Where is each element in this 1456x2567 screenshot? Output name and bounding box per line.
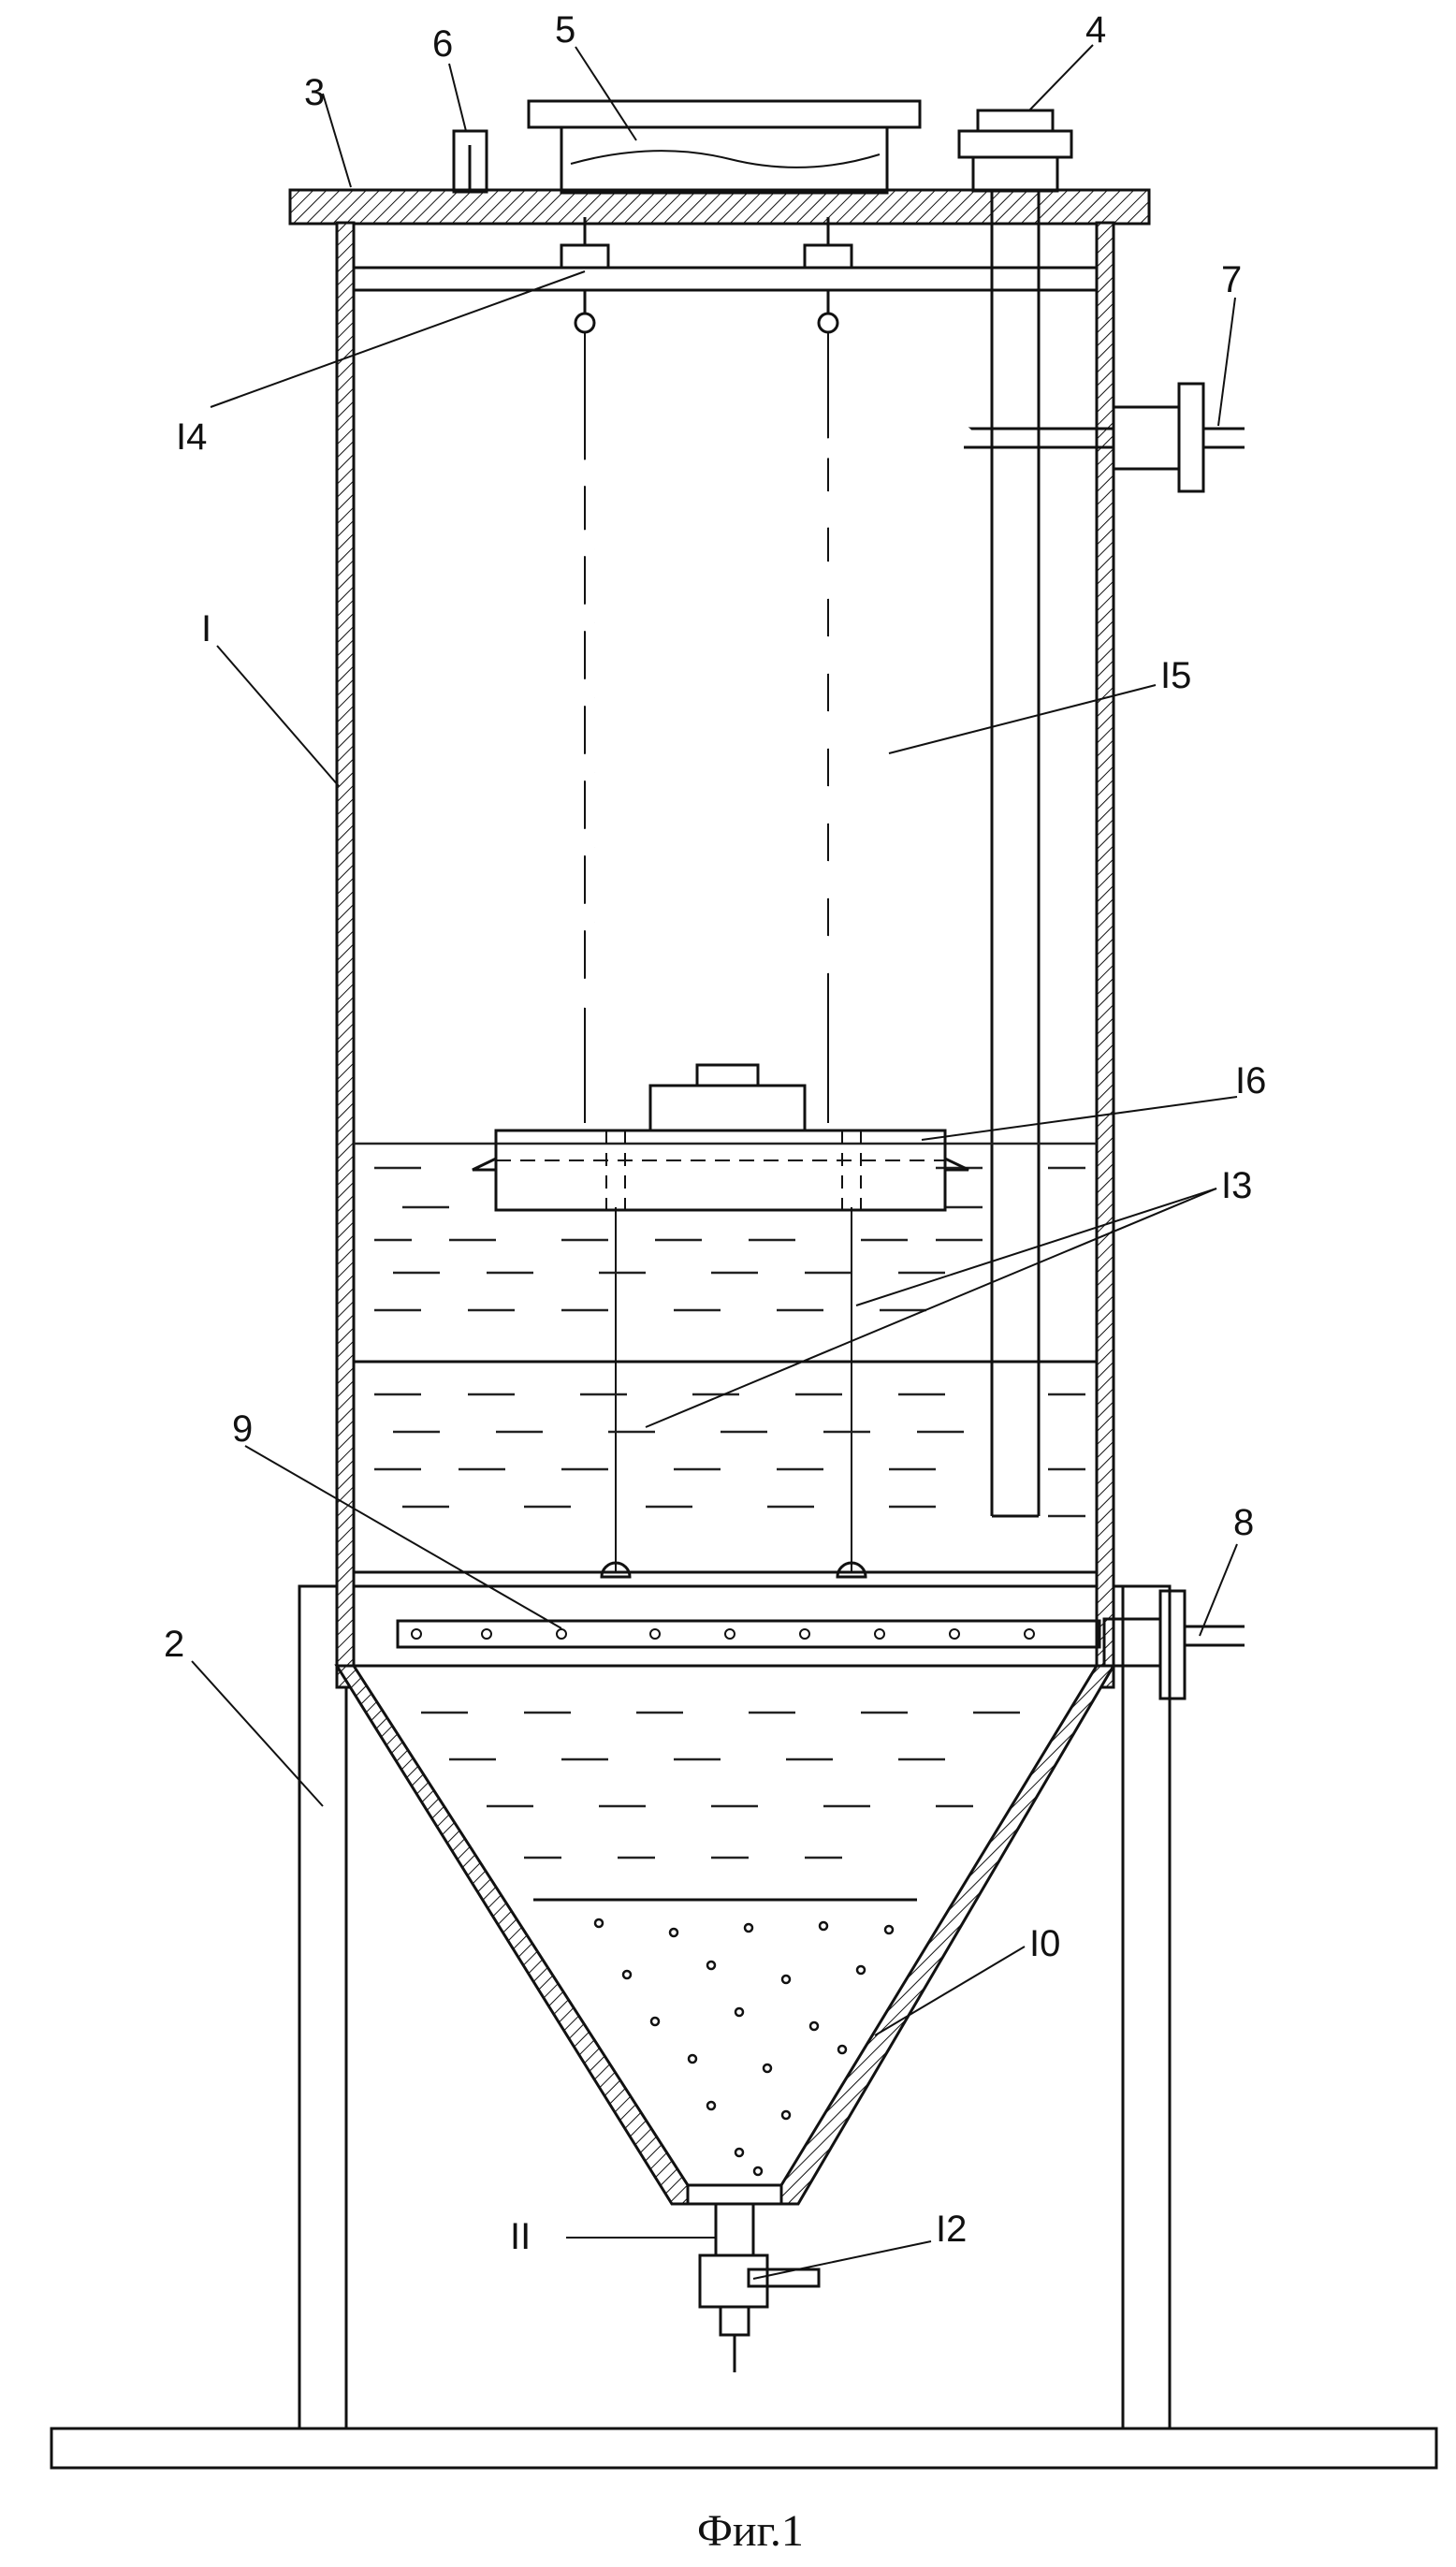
label-11: II	[510, 2216, 531, 2257]
liquid-level-lines	[354, 1144, 1097, 1572]
label-12: I2	[936, 2209, 967, 2250]
float-16	[473, 1065, 968, 1210]
cone-liquid	[421, 1713, 1020, 1858]
label-3: 3	[304, 72, 325, 113]
drain-valve	[700, 2204, 819, 2372]
base-plate	[51, 2428, 1436, 2468]
support-crossbar	[354, 268, 1097, 290]
top-lid	[290, 190, 1149, 224]
figure-caption: Фиг.1	[697, 2506, 804, 2556]
label-6: 6	[432, 23, 453, 65]
dip-pipe	[992, 191, 1039, 1516]
nozzle-6	[454, 131, 487, 192]
top-hatch	[529, 101, 920, 193]
label-15: I5	[1160, 655, 1191, 696]
label-2: 2	[164, 1624, 184, 1665]
label-10: I0	[1029, 1923, 1060, 1964]
conical-bottom	[337, 1666, 1114, 2204]
vessel-wall	[337, 223, 1114, 1687]
label-9: 9	[232, 1408, 253, 1450]
label-4: 4	[1085, 9, 1106, 51]
label-13: I3	[1221, 1165, 1252, 1206]
label-5: 5	[555, 9, 575, 51]
label-14: I4	[176, 416, 207, 458]
liquid-lower	[374, 1394, 1085, 1516]
label-7: 7	[1221, 259, 1242, 300]
label-16: I6	[1235, 1060, 1266, 1101]
label-8: 8	[1233, 1502, 1254, 1543]
inlet-pipe-8	[1104, 1591, 1245, 1699]
hanger-brackets	[561, 217, 852, 332]
valve-4	[959, 110, 1071, 191]
distributor-pipe-9	[398, 1621, 1099, 1647]
label-1: I	[201, 608, 211, 649]
